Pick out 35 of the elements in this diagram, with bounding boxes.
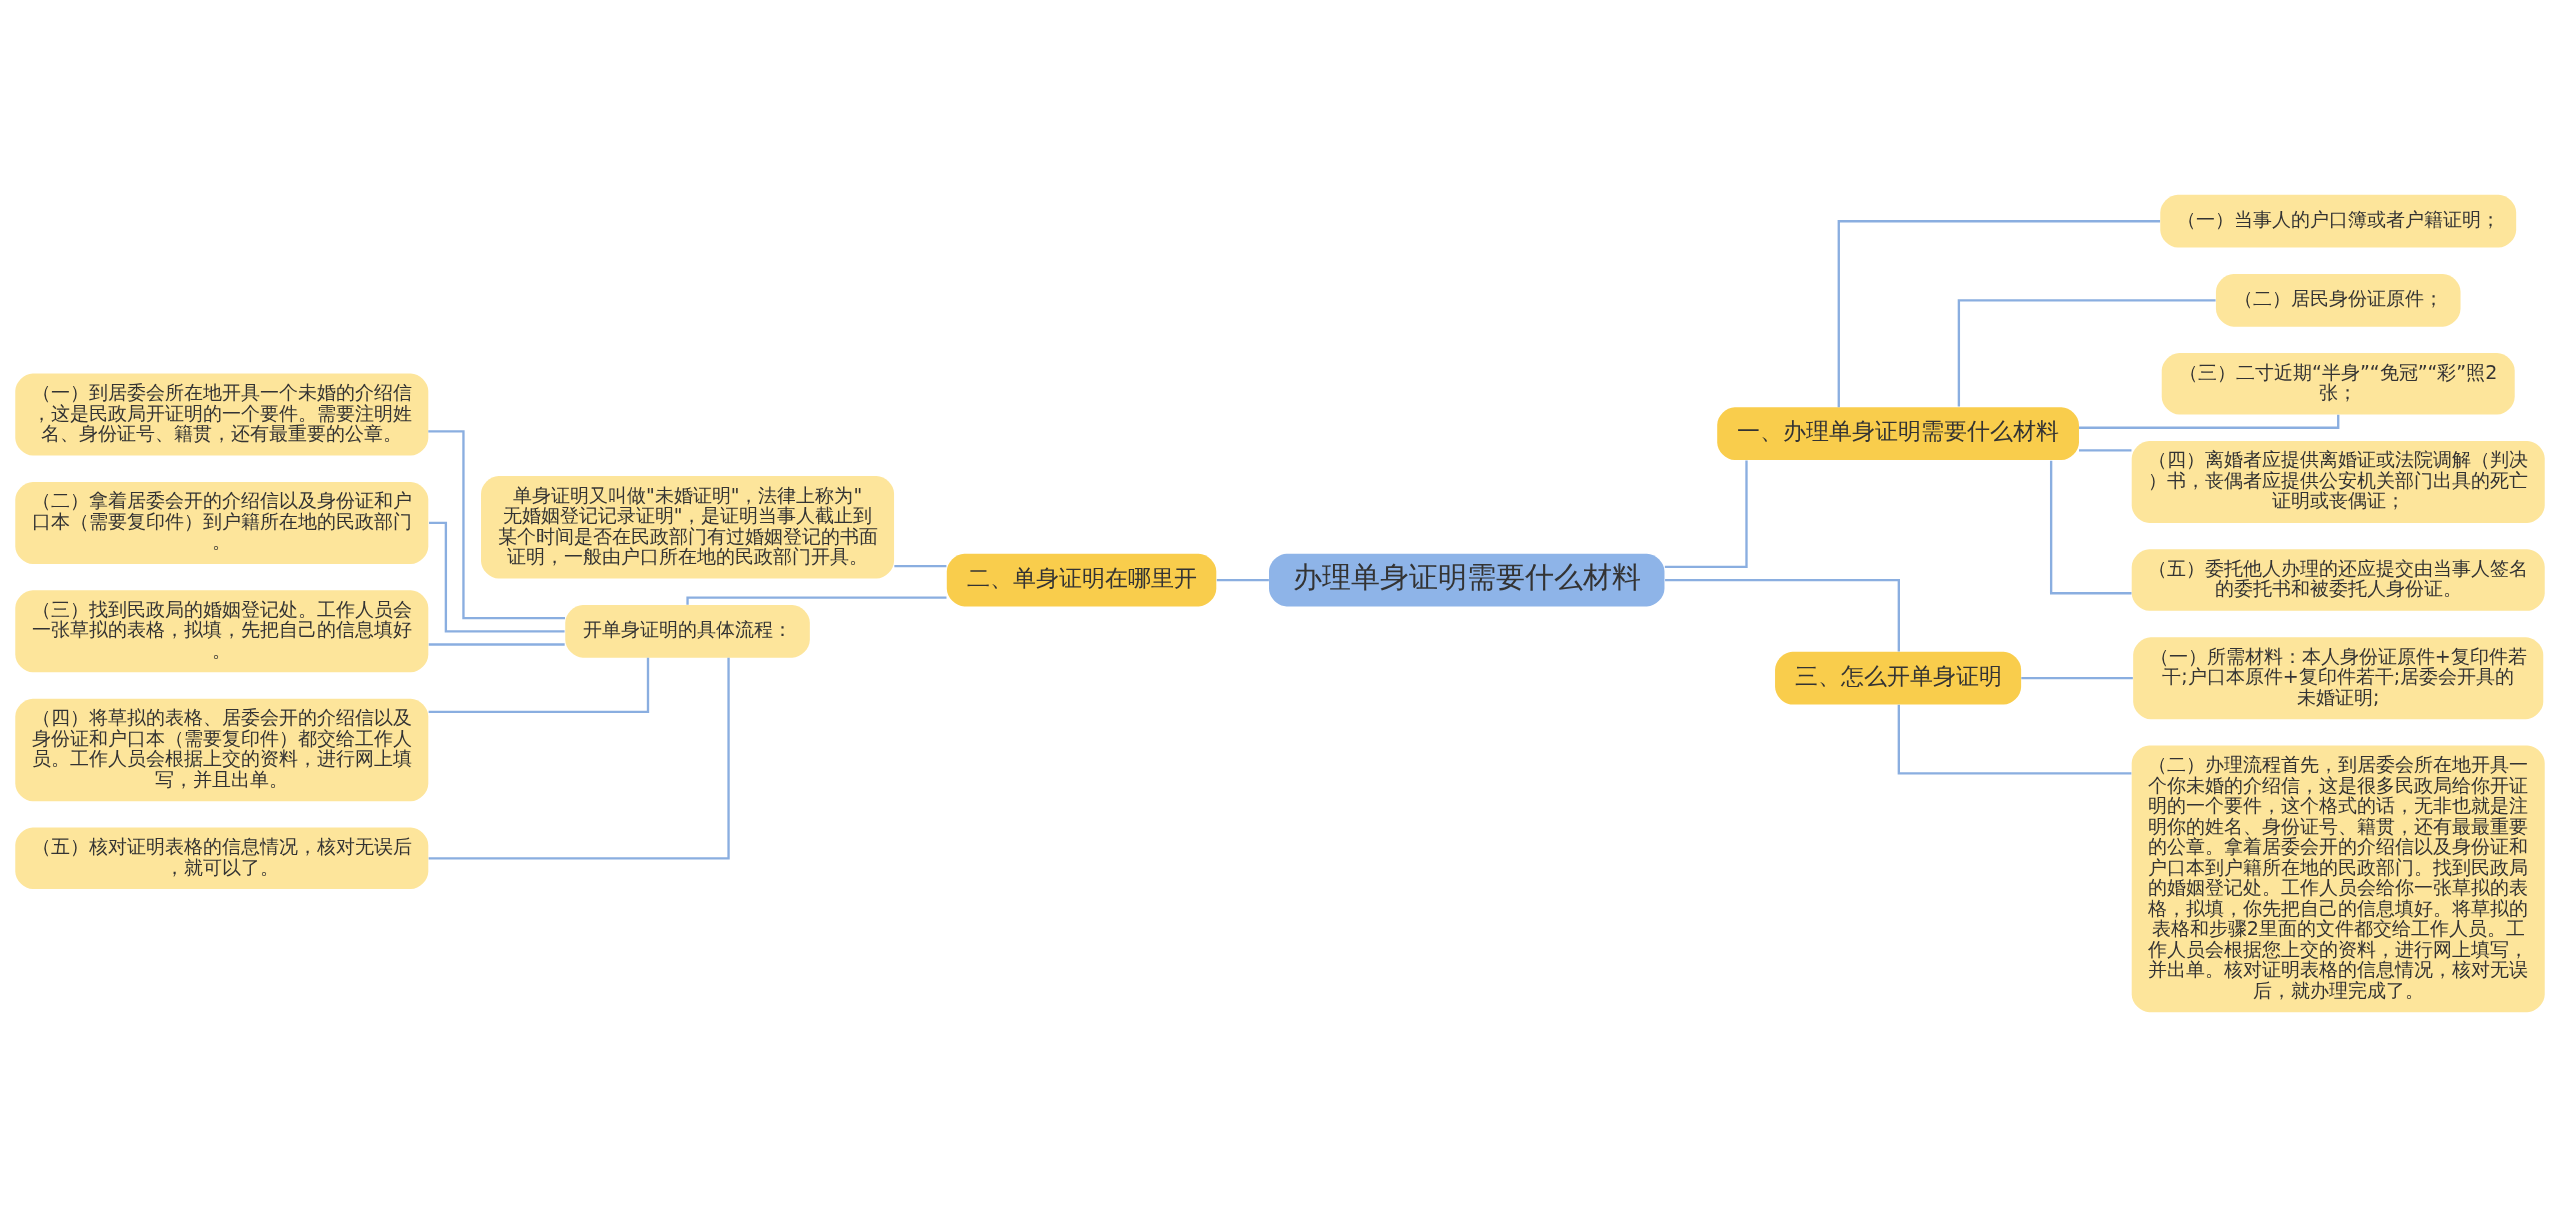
node-box: （二）居民身份证原件； (2215, 273, 2461, 327)
node-box: （二）拿着居委会开的介绍信以及身份证和户口本（需要复印件）到户籍所在地的民政部门。 (15, 481, 429, 564)
node-box: 二、单身证明在哪里开 (946, 553, 1217, 606)
connector (428, 657, 730, 859)
node-box: 一、办理单身证明需要什么材料 (1717, 406, 2079, 460)
connector (2050, 460, 2132, 594)
node-box: （四）离婚者应提供离婚证或法院调解（判决）书，丧偶者应提供公安机关部门出具的死亡证明或丧偶证； (2131, 440, 2545, 523)
node-box: 开单身证明的具体流程： (565, 604, 810, 658)
node-box: （五）核对证明表格的信息情况，核对无误后，就可以了。 (15, 827, 429, 889)
connector (1897, 704, 2132, 775)
connector (428, 642, 565, 646)
connector (894, 564, 947, 567)
node-box: （二）办理流程首先，到居委会所在地开具一个你未婚的介绍信，这是很多民政局给你开证明的一个要件，这个格式的话，无非也就是注明你的姓名、身份证号、籍贯，还有最最重要的公章。拿着居委会开的介绍信以及身份证和户口本到户籍所在地的民政部门。找到民政局的婚姻登记处。工作人员会给你一张草拟的表格，拟填，你先把自己的信息填好。将草拟的表格和步骤2里面的文件都交给工作人员。工作人员会根据您上交的资料，进行网上填写，并出单。核对证明表格的信息情况，核对无误后，就办理完成了。 (2131, 745, 2545, 1012)
connector (428, 657, 650, 713)
node-box: （一）当事人的户口簿或者户籍证明； (2160, 194, 2517, 248)
connector (2079, 448, 2132, 452)
node-box: 办理单身证明需要什么材料 (1269, 553, 1665, 606)
connector (686, 595, 947, 605)
node-box: （三）二寸近期“半身”“免冠”“彩”照2张； (2161, 352, 2515, 415)
connector (1216, 578, 1269, 581)
node-box: 单身证明又叫做"未婚证明"，法律上称为"无婚姻登记记录证明"，是证明当事人截止到某个时间是否在民政部门有过婚姻登记的书面证明，一般由户口所在地的民政部门开具。 (481, 475, 895, 579)
node-box: 三、怎么开单身证明 (1775, 651, 2022, 705)
node-box: （一）到居委会所在地开具一个未婚的介绍信，这是民政局开证明的一个要件。需要注明姓名、身份证号、籍贯，还有最重要的公章。 (15, 373, 429, 456)
connector (1664, 460, 1748, 568)
node-box: （三）找到民政局的婚姻登记处。工作人员会一张草拟的表格，拟填，先把自己的信息填好。 (15, 589, 429, 672)
connector (2079, 414, 2340, 429)
node-box: （五）委托他人办理的还应提交由当事人签名的委托书和被委托人身份证。 (2131, 548, 2545, 611)
node-box: （四）将草拟的表格、居委会开的介绍信以及身份证和户口本（需要复印件）都交给工作人员。工作人员会根据上交的资料，进行网上填写，并且出单。 (15, 698, 429, 801)
node-box: （一）所需材料：本人身份证原件+复印件若干;户口本原件+复印件若干;居委会开具的未婚证明; (2133, 636, 2544, 719)
connector (2021, 676, 2133, 679)
connector (429, 521, 565, 632)
connector (428, 429, 565, 619)
connector (1665, 578, 1900, 651)
connector (1837, 219, 2161, 407)
connector (1957, 298, 2216, 407)
